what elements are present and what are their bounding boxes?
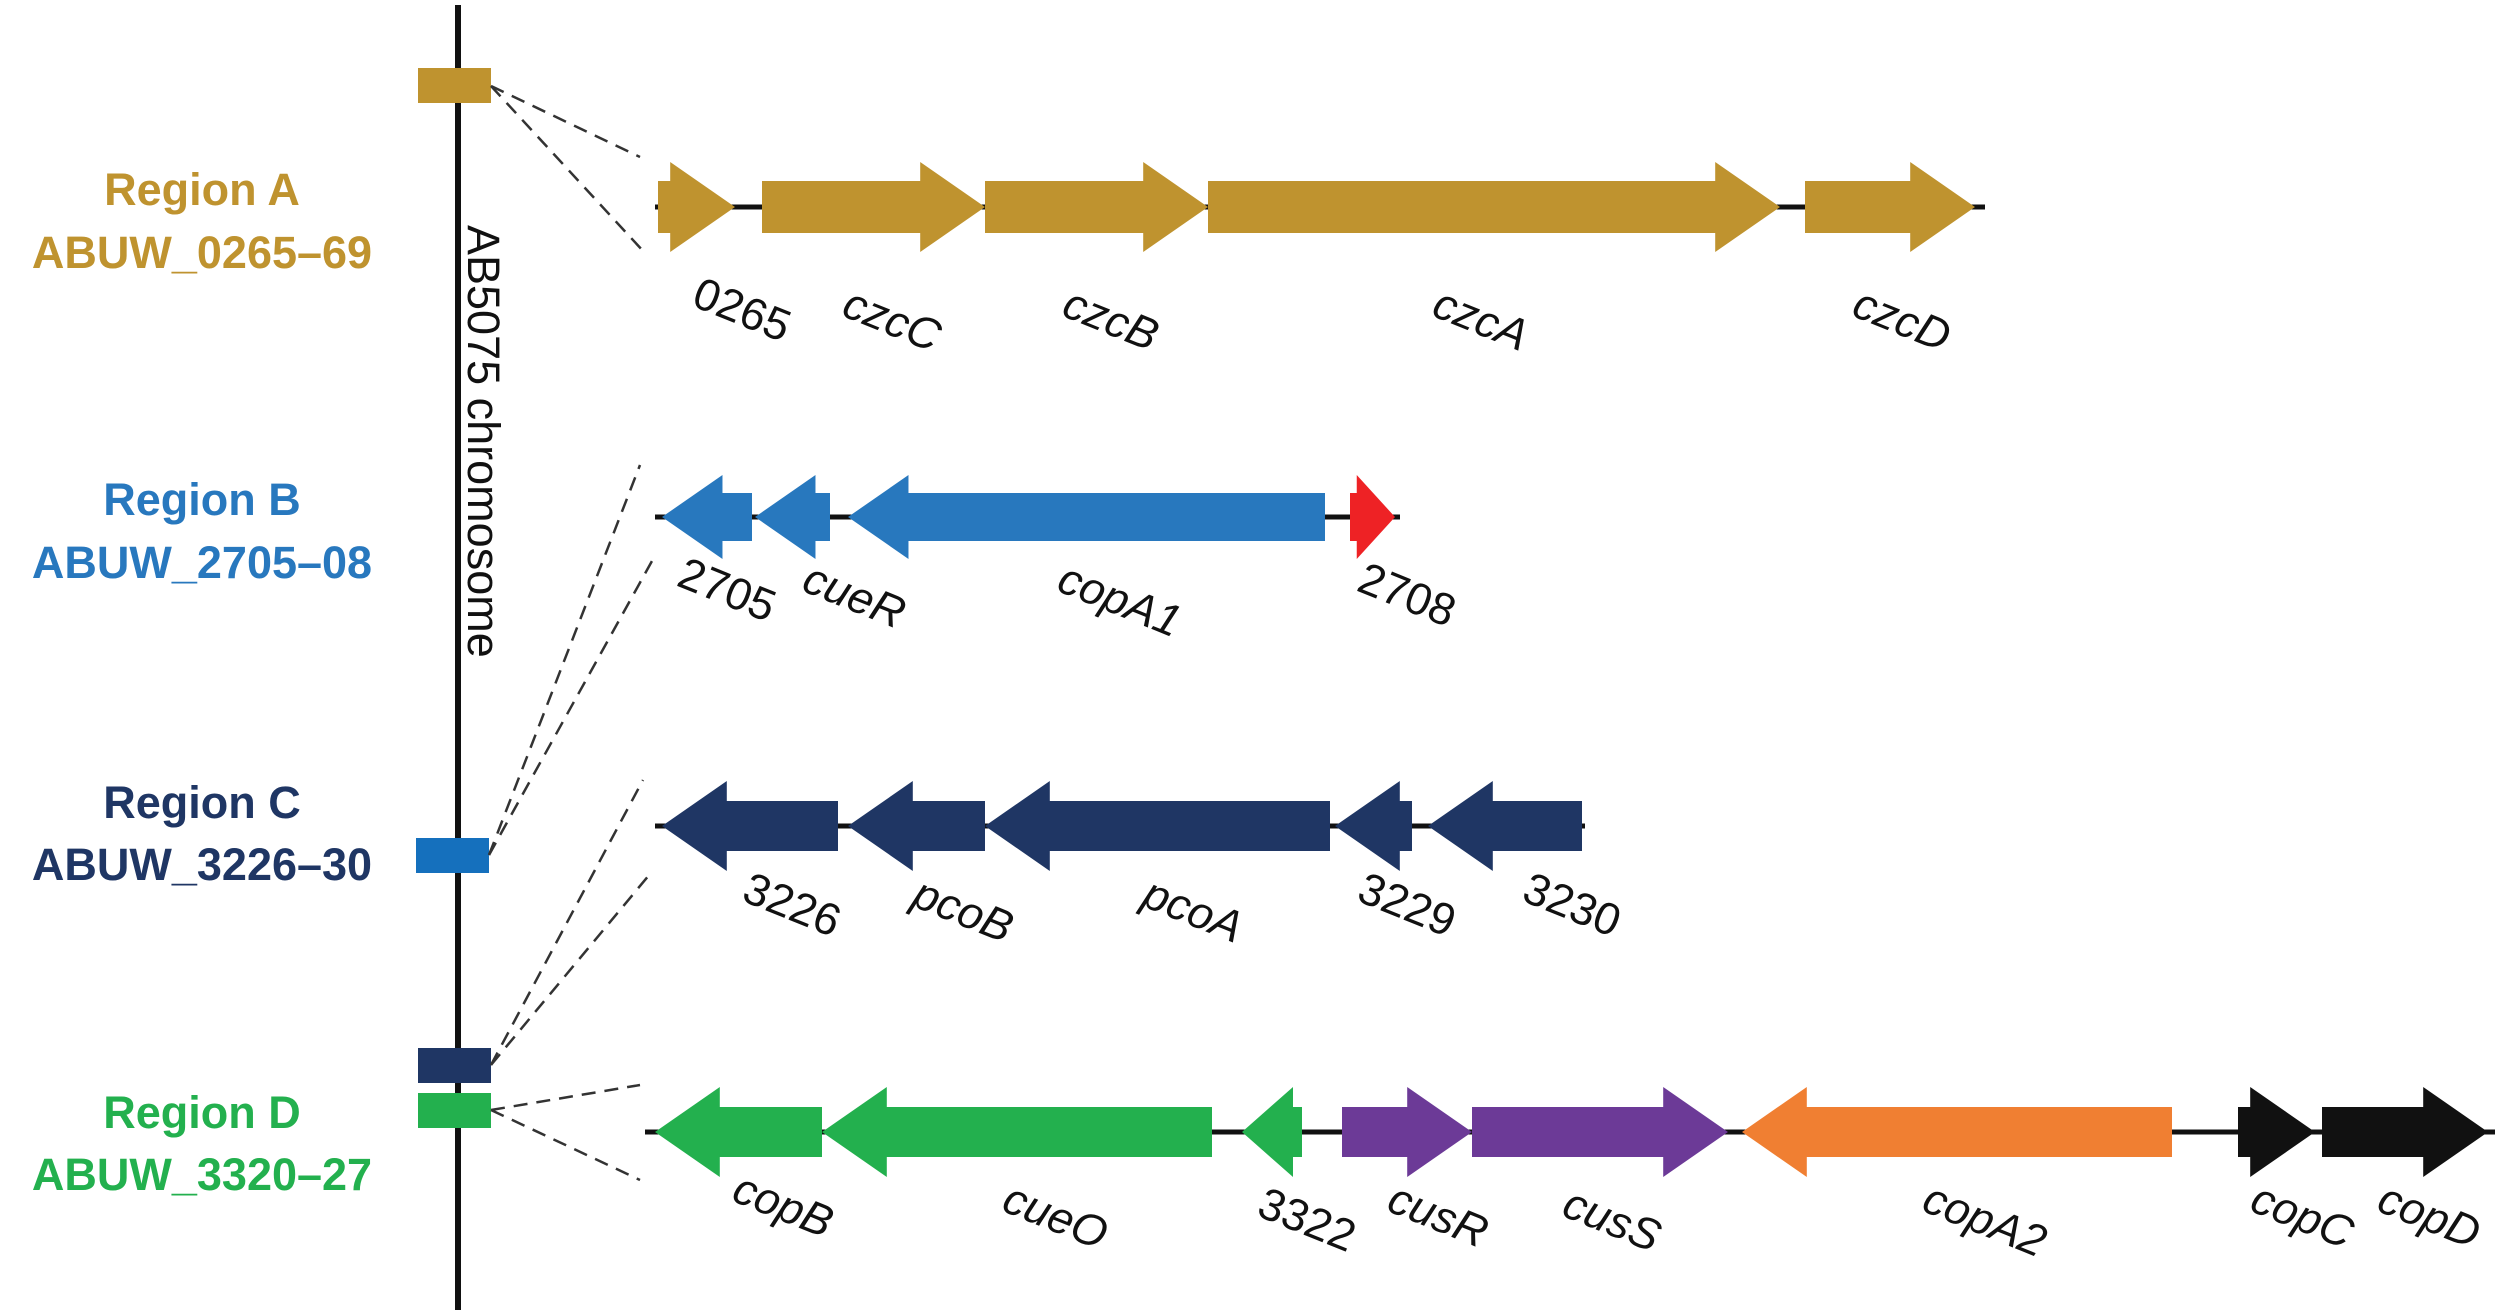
gene-label-pcob: pcoB [904, 866, 1020, 952]
gene-label-3230: 3230 [1516, 862, 1628, 947]
gene-arrow-2708 [1350, 475, 1395, 559]
gene-label-czca: czcA [1426, 277, 1536, 361]
gene-arrow-copd [2322, 1087, 2488, 1177]
gene-label-copb: copB [726, 1162, 840, 1248]
gene-arrow-copb [655, 1087, 822, 1177]
region-a-subtitle: ABUW_0265–69 [32, 227, 372, 278]
gene-label-0265: 0265 [686, 267, 798, 352]
gene-label-2705: 2705 [671, 547, 783, 632]
gene-label-pcoa: pcoA [1134, 866, 1250, 952]
gene-label-copd: copD [2371, 1172, 2488, 1259]
region-b-title: Region B [103, 474, 301, 525]
gene-arrow-3230 [1428, 781, 1582, 871]
gene-arrow-3226 [662, 781, 838, 871]
gene-label-cuer: cueR [796, 552, 913, 639]
gene-track-region-c: 3226 pcoB pcoA 3229 3230 [655, 781, 1628, 953]
region-c-title: Region C [103, 777, 301, 828]
gene-arrow-3322 [1242, 1087, 1302, 1177]
gene-track-region-a: 0265 czcC czcB czcA czcD [655, 162, 1985, 362]
gene-label-3322: 3322 [1251, 1177, 1363, 1262]
gene-arrow-0265 [658, 162, 735, 252]
gene-arrow-czca [1208, 162, 1780, 252]
gene-arrow-cuer [755, 475, 830, 559]
gene-arrow-czcc [762, 162, 985, 252]
gene-label-czcc: czcC [836, 277, 948, 362]
gene-arrow-copa1 [848, 475, 1325, 559]
gene-arrow-cueo [822, 1087, 1212, 1177]
gene-arrow-pcob [848, 781, 985, 871]
region-d-title: Region D [103, 1087, 301, 1138]
zoom-lines-region-a [490, 84, 645, 253]
region-d-subtitle: ABUW_3320–27 [32, 1149, 372, 1200]
gene-label-3226: 3226 [736, 862, 848, 947]
gene-label-cueo: cueO [996, 1172, 1115, 1260]
gene-arrow-2705 [662, 475, 752, 559]
chromosome-marker-region-c [418, 1048, 491, 1083]
gene-arrow-cuss [1472, 1087, 1728, 1177]
gene-label-copc: copC [2244, 1172, 2361, 1259]
gene-label-copa2: copA2 [1916, 1172, 2053, 1267]
gene-arrow-copc [2238, 1087, 2315, 1177]
chromosome-marker-region-d [418, 1093, 491, 1128]
gene-arrow-czcb [985, 162, 1208, 252]
gene-arrow-pcoa [985, 781, 1330, 871]
zoom-lines-region-b [487, 464, 654, 856]
gene-label-cusr: cusR [1381, 1172, 1495, 1258]
gene-label-czcd: czcD [1846, 277, 1958, 362]
gene-label-cuss: cusS [1556, 1177, 1668, 1262]
gene-label-2708: 2708 [1351, 552, 1463, 637]
region-b-subtitle: ABUW_2705–08 [32, 537, 372, 588]
chromosome-label: AB5075 chromosome [458, 225, 509, 658]
zoom-lines-region-c [489, 779, 651, 1066]
gene-arrow-cusr [1342, 1087, 1472, 1177]
gene-arrow-3229 [1335, 781, 1412, 871]
gene-arrow-czcd [1805, 162, 1975, 252]
gene-label-czcb: czcB [1056, 277, 1166, 361]
gene-label-3229: 3229 [1351, 862, 1463, 947]
zoom-lines-region-d [490, 1083, 641, 1182]
chromosome-marker-region-b [416, 838, 489, 873]
gene-arrow-copa2 [1742, 1087, 2172, 1177]
region-c-subtitle: ABUW_3226–30 [32, 839, 372, 890]
region-a-title: Region A [104, 164, 300, 215]
chromosome-marker-region-a [418, 68, 491, 103]
gene-label-copa1: copA1 [1051, 552, 1188, 647]
